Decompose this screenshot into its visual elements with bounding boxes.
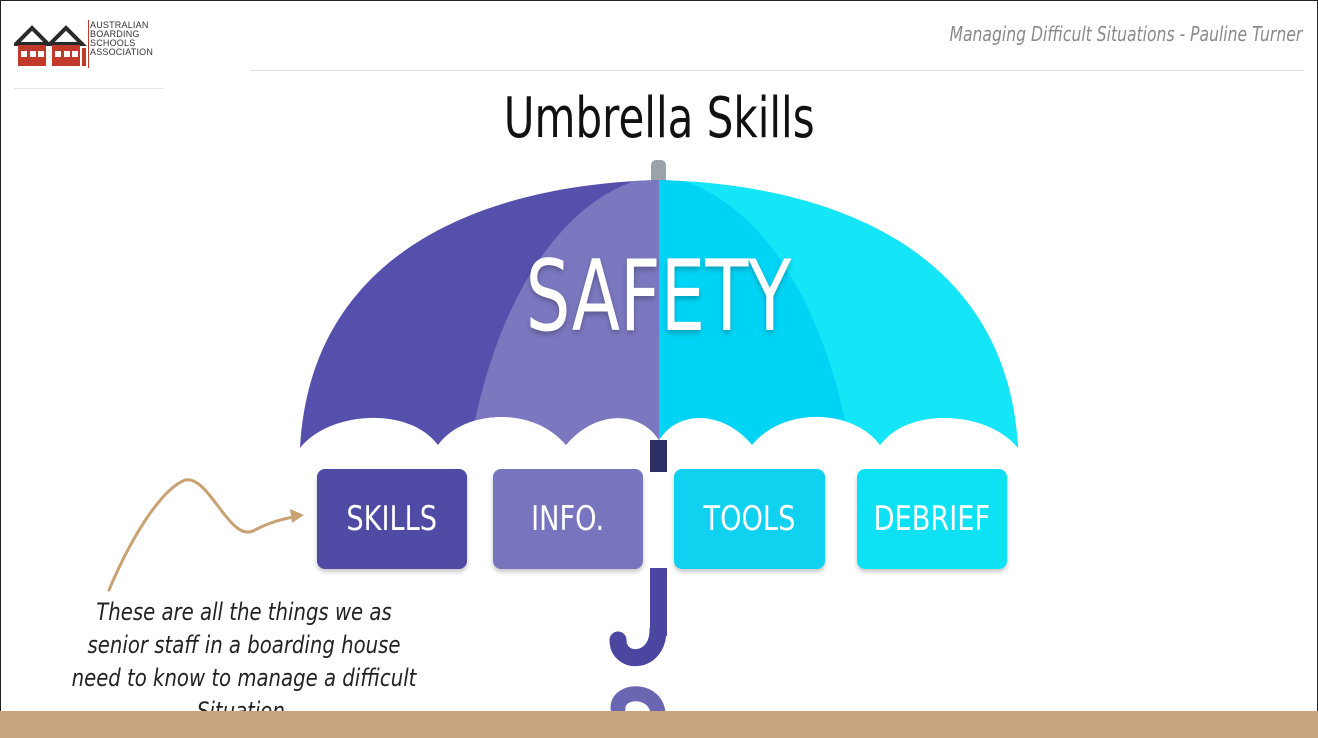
- debrief-box: DEBRIEF: [857, 469, 1007, 569]
- tools-box: TOOLS: [674, 469, 825, 569]
- umbrella-shaft: [650, 568, 667, 636]
- skills-box: SKILLS: [317, 469, 467, 569]
- umbrella-handle-reflection: [610, 686, 666, 723]
- umbrella-shaft-top: [650, 440, 667, 472]
- slide-title-text: Umbrella Skills: [503, 86, 815, 151]
- arrowhead-icon: [290, 509, 304, 523]
- logo-line-3: SCHOOLS: [90, 38, 136, 48]
- annotation-arrow: [107, 478, 302, 592]
- slide-title: Umbrella Skills: [0, 86, 1318, 151]
- info-label: INFO.: [531, 499, 605, 539]
- umbrella-handle: [609, 621, 667, 666]
- logo-text: AUSTRALIAN BOARDING SCHOOLS ASSOCIATION: [90, 21, 153, 57]
- header-rule: [250, 70, 1304, 71]
- presentation-title: Managing Difficult Situations - Pauline …: [949, 22, 1302, 46]
- logo-line-2: BOARDING: [90, 29, 140, 39]
- skills-label: SKILLS: [346, 499, 438, 539]
- logo-rule: [14, 88, 164, 89]
- absa-logo: AUSTRALIAN BOARDING SCHOOLS ASSOCIATION: [11, 18, 164, 89]
- logo-line-4: ASSOCIATION: [90, 47, 154, 57]
- safety-label-text: SAFETY: [526, 240, 792, 354]
- info-box: INFO.: [493, 469, 643, 569]
- safety-label: SAFETY: [0, 240, 1318, 354]
- school-houses-icon: [11, 25, 87, 66]
- logo-divider: [88, 20, 89, 68]
- debrief-label: DEBRIEF: [873, 499, 991, 539]
- footer-bar: [0, 711, 1318, 738]
- explanation-note: These are all the things we as senior st…: [71, 598, 417, 725]
- tools-label: TOOLS: [703, 499, 796, 539]
- logo-line-1: AUSTRALIAN: [90, 20, 149, 30]
